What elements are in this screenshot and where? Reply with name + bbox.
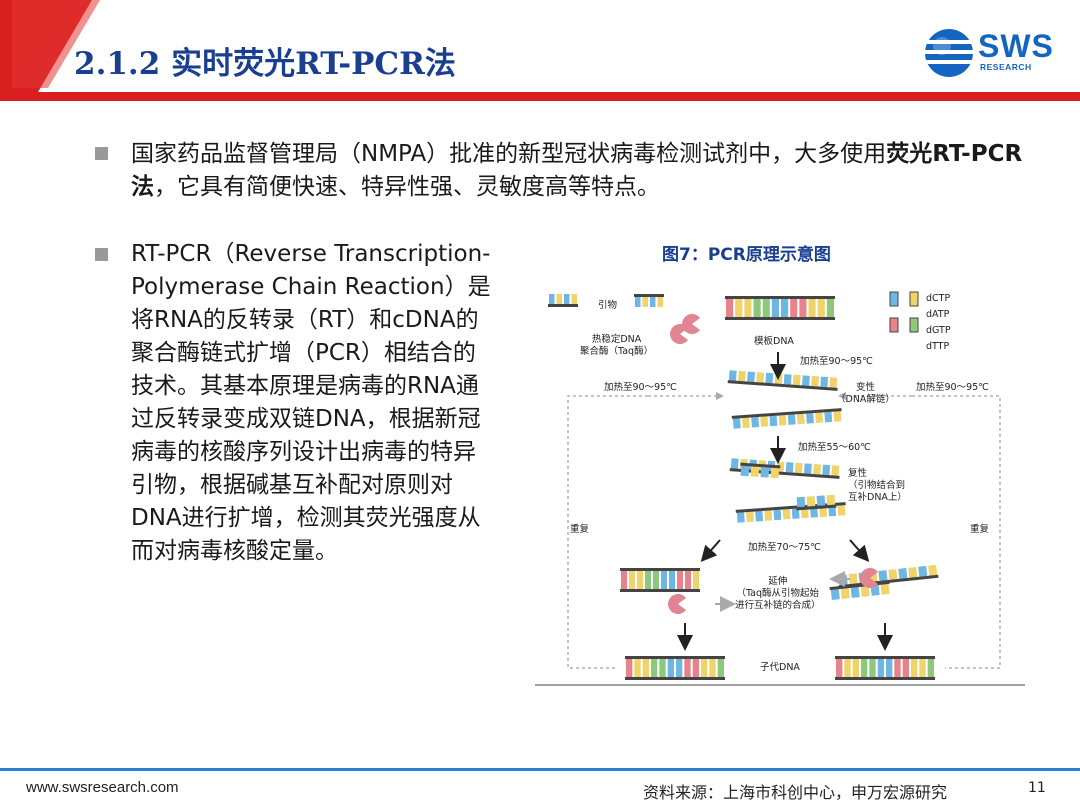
footer-divider xyxy=(0,768,1080,771)
sws-logo-icon xyxy=(925,29,973,77)
label-heat-left: 加热至90～95℃ xyxy=(604,382,677,393)
enzyme-icon xyxy=(682,314,700,334)
enzyme-icon xyxy=(860,568,878,588)
bound-primer xyxy=(740,462,781,479)
bound-primer xyxy=(796,494,837,511)
denatured-strand-top xyxy=(727,370,838,391)
logo-subtext: RESEARCH xyxy=(980,62,1032,72)
footer-source: 资料来源：上海市科创中心，申万宏源研究 xyxy=(643,783,948,802)
label-heat-2: 加热至55～60℃ xyxy=(798,442,871,453)
bullet-1-text-b: ，它具有简便快速、特异性强、灵敏度高等特点。 xyxy=(154,174,660,200)
bullet-1-bold: 荧光RT-PCR法 xyxy=(131,141,1023,200)
enzyme-icon xyxy=(668,594,686,614)
extending-dna-left xyxy=(620,568,700,592)
label-repeat-left: 重复 xyxy=(570,524,590,535)
label-datp: dATP xyxy=(926,309,950,320)
label-polymerase: 热稳定DNA 聚合酶（Taq酶） xyxy=(580,334,654,357)
label-heat-1: 加热至90～95℃ xyxy=(800,356,873,367)
logo-wordmark: SWS xyxy=(978,28,1054,64)
extending-primer-right xyxy=(829,580,890,600)
label-dctp: dCTP xyxy=(926,293,951,304)
daughter-dna-left xyxy=(625,656,725,680)
nucleotide-icon xyxy=(909,317,919,333)
nucleotide-icon xyxy=(889,317,899,333)
label-dgtp: dGTP xyxy=(926,325,951,336)
label-daughter: 子代DNA xyxy=(760,662,800,673)
label-denature: 变性 （DNA解链） xyxy=(836,382,895,405)
denatured-strand-bottom xyxy=(731,408,842,429)
primer-icon xyxy=(634,294,664,307)
bullet-1-text-a: 国家药品监督管理局（NMPA）批准的新型冠状病毒检测试剂中，大多使用 xyxy=(131,141,887,167)
header-band xyxy=(0,0,1080,101)
label-primer: 引物 xyxy=(598,300,618,311)
step-arrow-3-right xyxy=(849,539,870,563)
step-arrow-3-left xyxy=(700,539,721,563)
figure-title: 图7：PCR原理示意图 xyxy=(662,245,831,265)
footer-url[interactable]: www.swsresearch.com xyxy=(26,779,179,796)
label-template: 模板DNA xyxy=(754,336,794,347)
label-heat-3: 加热至70～75℃ xyxy=(748,542,821,553)
page-title: 2.1.2 实时荧光RT-PCR法 xyxy=(74,46,456,82)
label-heat-right: 加热至90～95℃ xyxy=(916,382,989,393)
pcr-diagram: 引物 热稳定DNA 聚合酶（Taq酶） 模板DNA dCTP dATP dGTP… xyxy=(530,278,1030,690)
page-number: 11 xyxy=(1028,780,1046,796)
label-extend: 延伸 （Taq酶从引物起始 进行互补链的合成） xyxy=(735,576,821,611)
cycle-loop-right xyxy=(912,395,1001,669)
bullet-paragraph-1: 国家药品监督管理局（NMPA）批准的新型冠状病毒检测试剂中，大多使用荧光RT-P… xyxy=(131,138,1051,204)
label-dttp: dTTP xyxy=(926,341,950,352)
daughter-dna-right xyxy=(835,656,935,680)
template-dna xyxy=(725,296,835,320)
sws-logo: SWS RESEARCH xyxy=(922,26,1062,82)
primer-icon xyxy=(548,294,578,307)
bullet-marker xyxy=(95,147,108,160)
nucleotide-icon xyxy=(889,291,899,307)
label-repeat-right: 重复 xyxy=(970,524,990,535)
nucleotide-icon xyxy=(909,291,919,307)
bullet-marker xyxy=(95,248,108,261)
pcr-diagram-graphic xyxy=(535,291,1025,686)
label-anneal: 复性 （引物结合到 互补DNA上） xyxy=(848,468,907,503)
cycle-loop-left xyxy=(567,395,648,669)
bullet-paragraph-2: RT-PCR（Reverse Transcription-Polymerase … xyxy=(131,241,491,564)
